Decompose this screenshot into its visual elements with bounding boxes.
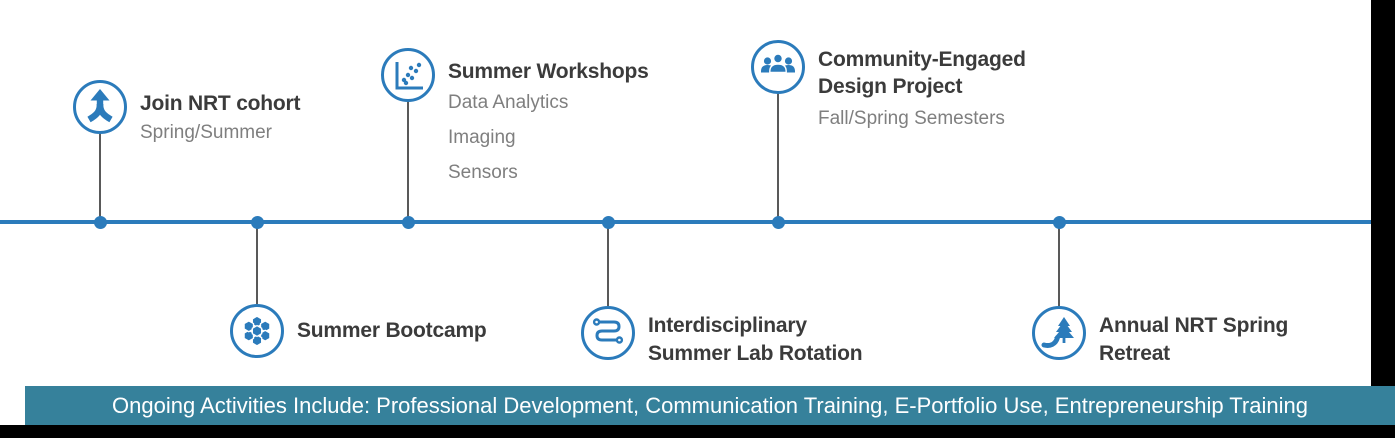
connector-line <box>99 132 101 222</box>
frame-right-edge <box>1371 0 1395 386</box>
timeline-dot <box>602 216 615 229</box>
timeline-dot <box>251 216 264 229</box>
tree-path-icon <box>1041 317 1074 348</box>
hexagon-cluster-icon <box>243 315 271 347</box>
milestone-title-line-1: Annual NRT Spring <box>1099 314 1289 337</box>
milestone-subtitle: Sensors <box>448 162 518 183</box>
milestone-title-line-2: Retreat <box>1099 342 1170 365</box>
timeline-dot <box>402 216 415 229</box>
milestone-title-line-2: Design Project <box>818 75 963 98</box>
ongoing-activities-text: Ongoing Activities Include: Professional… <box>112 392 1308 418</box>
milestone-subtitle: Data Analytics <box>448 92 569 113</box>
milestone-title-line-1: Community-Engaged <box>818 48 1026 71</box>
milestone-text: Interdisciplinary Summer Lab Rotation <box>648 312 863 368</box>
connector-line <box>1058 222 1060 306</box>
milestone-text: Summer Bootcamp <box>297 317 487 344</box>
milestone-circle <box>73 80 127 134</box>
milestone-circle <box>1032 306 1086 360</box>
milestone-title-line-2: Summer Lab Rotation <box>648 342 863 365</box>
milestone-circle <box>230 304 284 358</box>
connector-line <box>256 222 258 304</box>
milestone-subtitle: Fall/Spring Semesters <box>818 108 1005 129</box>
milestone-circle <box>581 306 635 360</box>
ongoing-activities-banner: Ongoing Activities Include: Professional… <box>25 386 1395 425</box>
milestone-title: Summer Workshops <box>448 60 649 83</box>
people-group-icon <box>761 53 795 74</box>
connector-line <box>607 222 609 306</box>
milestone-text: Community-Engaged Design Project Fall/Sp… <box>818 46 1026 132</box>
timeline-dot <box>772 216 785 229</box>
merge-arrow-icon <box>87 89 113 123</box>
milestone-subtitle: Imaging <box>448 127 516 148</box>
timeline-dot <box>1053 216 1066 229</box>
milestone-title: Join NRT cohort <box>140 92 301 115</box>
timeline-dot <box>94 216 107 229</box>
milestone-title-line-1: Interdisciplinary <box>648 314 807 337</box>
milestone-circle <box>381 48 435 102</box>
circuit-icon <box>592 318 624 344</box>
milestone-circle <box>751 40 805 94</box>
timeline-axis <box>0 220 1371 224</box>
connector-line <box>777 92 779 222</box>
milestone-text: Summer Workshops Data Analytics Imaging … <box>448 58 649 190</box>
milestone-text: Annual NRT Spring Retreat <box>1099 312 1288 368</box>
connector-line <box>407 100 409 222</box>
milestone-text: Join NRT cohort Spring/Summer <box>140 90 301 146</box>
frame-bottom-edge <box>0 425 1395 438</box>
milestone-title: Summer Bootcamp <box>297 319 487 342</box>
milestone-subtitle: Spring/Summer <box>140 122 272 143</box>
scatter-plot-icon <box>395 62 423 90</box>
